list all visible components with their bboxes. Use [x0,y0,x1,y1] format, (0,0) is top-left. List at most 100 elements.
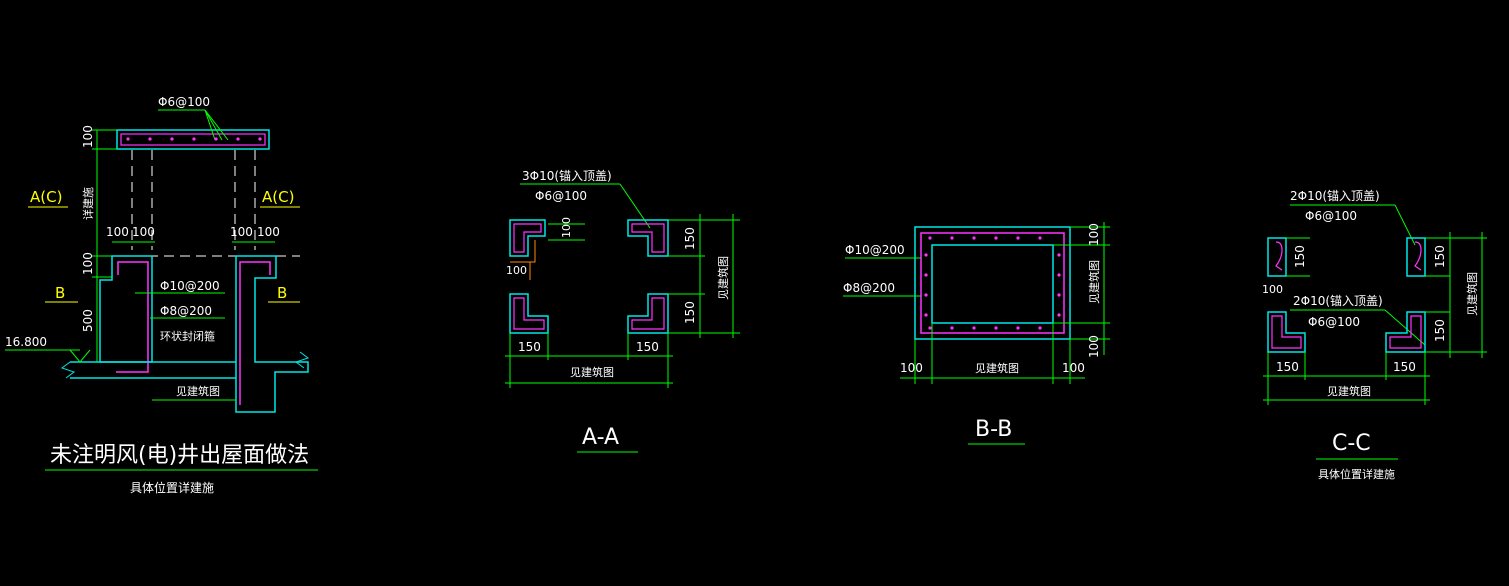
rebar-dot [148,137,152,141]
aa-rebar-main: 3Φ10(锚入顶盖) [522,168,612,183]
rebar-dot [214,137,218,141]
bb-title: B-B [975,417,1012,442]
cc-title: C-C [1332,431,1371,456]
cc-corner-br [1385,311,1426,353]
mark-b-left: B [55,284,65,302]
cc-dim-100-left: 100 [1262,283,1283,296]
section-cc: 2Φ10(锚入顶盖) Φ6@100 150 100 2Φ10(锚入顶盖) Φ6@… [1262,188,1487,481]
rebar-dot [126,137,130,141]
rebar-dot [1057,313,1061,317]
dim-100-left: 100 [81,252,95,275]
rebar-dot [1038,326,1042,330]
rebar-dot [1057,273,1061,277]
aa-dim-150-b1: 150 [518,340,541,354]
cc-dim-150-l1: 150 [1293,245,1307,268]
elevation-level: 16.800 [5,335,47,349]
cc-dim-150-r2: 150 [1433,319,1447,342]
mark-ac-left: A(C) [30,188,62,206]
rebar-dot [994,326,998,330]
bb-rebar-b: Φ8@200 [843,281,895,295]
dim-500: 500 [81,309,95,332]
rebar-dot [950,236,954,240]
mark-ac-right: A(C) [262,188,294,206]
aa-title: A-A [582,425,619,450]
rebar-dot [994,236,998,240]
aa-see-arch-right: 见建筑图 [716,256,730,300]
cc-piece-tl [1267,237,1287,277]
section-bb: Φ10@200 Φ8@200 100 见建筑图 100 100 见建筑图 100… [843,222,1110,445]
cc-corner-bl [1267,311,1306,353]
rebar-dots [126,137,1061,330]
rebar-dot [1016,326,1020,330]
aa-dim-150-r2: 150 [683,301,697,324]
cc-subtitle: 具体位置详建施 [1318,467,1395,481]
rebar-dot [924,293,928,297]
rebar-dot [1038,236,1042,240]
rebar-dot [192,137,196,141]
cc-piece-tr [1406,237,1426,277]
bb-outer [914,226,1071,340]
top-slab-rebar [120,133,266,146]
cc-rebar-mid: 2Φ10(锚入顶盖) [1293,293,1383,308]
aa-dim-100-left: 100 [506,264,527,277]
cc-dim-150-b2: 150 [1393,360,1416,374]
bb-rebar [920,232,1065,334]
elevation-subtitle: 具体位置详建施 [130,480,214,495]
cc-rebar-top: 2Φ10(锚入顶盖) [1290,188,1380,203]
bb-dim-bottom: 100 [1087,335,1101,358]
bb-see-arch-bottom: 见建筑图 [975,361,1019,375]
rebar-dot [1016,236,1020,240]
aa-corner-bl [509,293,549,334]
aa-see-arch-bottom: 见建筑图 [570,365,614,379]
cc-dim-150-b1: 150 [1276,360,1299,374]
dim-100-b: 100 [132,225,155,239]
elevation-title: 未注明风(电)井出屋面做法 [50,443,309,468]
rebar-dot [924,253,928,257]
rebar-dot [950,326,954,330]
rebar-a-label: Φ10@200 [160,279,220,293]
dim-top-100: 100 [81,125,95,148]
cc-stirrup-top: Φ6@100 [1305,209,1357,223]
rebar-dot [928,236,932,240]
aa-rebar-stirrup: Φ6@100 [535,189,587,203]
bb-see-arch-right: 见建筑图 [1087,260,1101,304]
dim-100-a: 100 [106,225,129,239]
rebar-dot [170,137,174,141]
rebar-dot [236,137,240,141]
cc-dim-150-r1: 150 [1433,245,1447,268]
section-aa: 3Φ10(锚入顶盖) Φ6@100 100 100 150 150 见建筑图 [505,168,740,453]
right-wall [235,255,309,413]
rebar-dot [928,326,932,330]
rebar-dot [924,273,928,277]
aa-dim-150-r1: 150 [683,227,697,250]
see-arch-label: 见建筑图 [176,384,220,398]
rebar-dot [258,137,262,141]
bb-dim-right: 100 [1062,361,1085,375]
cc-see-arch-right: 见建筑图 [1465,272,1479,316]
rebar-dot [972,326,976,330]
rebar-dot [972,236,976,240]
dim-side-label: 详建施 [81,187,95,220]
cc-stirrup-mid: Φ6@100 [1308,315,1360,329]
aa-dim-150-b2: 150 [636,340,659,354]
mark-b-right: B [277,284,287,302]
aa-corner-tl [509,219,546,257]
dim-100-e: 100 [257,225,280,239]
elevation-detail: Φ6@100 100 详建施 100 500 A(C) A(C) B B [5,95,318,495]
left-wall [99,255,153,363]
bb-rebar-a: Φ10@200 [845,243,905,257]
aa-dim-100-top: 100 [560,217,573,238]
top-slab [116,129,270,150]
aa-corner-br [627,293,669,334]
top-rebar-label: Φ6@100 [158,95,210,109]
cc-see-arch-bottom: 见建筑图 [1327,384,1371,398]
rebar-b-label: Φ8@200 [160,304,212,318]
bb-dim-left: 100 [900,361,923,375]
bb-inner [931,244,1054,324]
rebar-dot [1057,293,1061,297]
bb-dim-top: 100 [1087,223,1101,246]
rebar-note: 环状封闭箍 [160,329,215,343]
dim-100-d: 100 [230,225,253,239]
rebar-dot [924,313,928,317]
